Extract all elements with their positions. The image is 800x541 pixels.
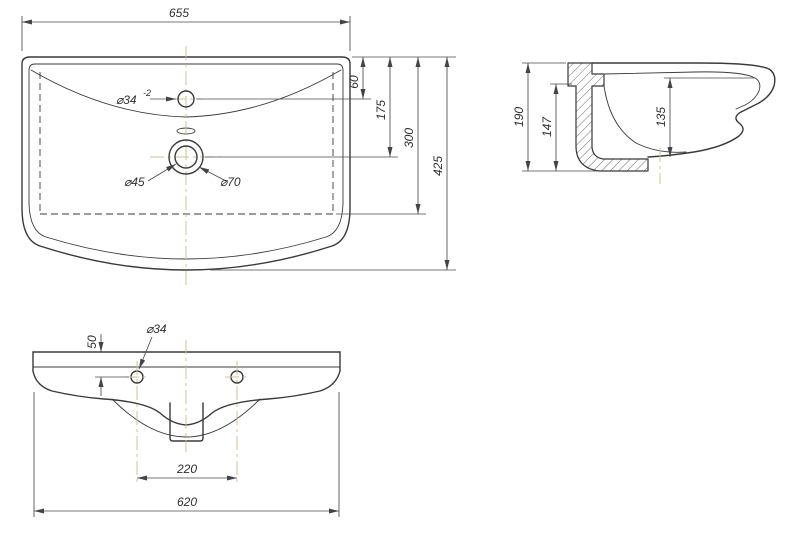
section-rim-inner bbox=[603, 71, 761, 110]
dim-text-425: 425 bbox=[431, 156, 445, 176]
drain-dia-leader bbox=[147, 163, 177, 182]
section-rim-outer bbox=[591, 62, 776, 113]
section-bowl-inner-line bbox=[603, 85, 687, 153]
dim-text-190: 190 bbox=[512, 107, 526, 127]
dim-bowl-depth-135: 135 bbox=[654, 77, 754, 157]
dim-text-300: 300 bbox=[402, 128, 416, 148]
plan-basin-back-curve bbox=[30, 69, 342, 118]
faucet-hole bbox=[177, 90, 195, 108]
dim-base-width-620: 620 bbox=[33, 392, 340, 517]
faucet-tolerance-label: -2 bbox=[143, 88, 151, 98]
plan-view: ⌀34 -2 ⌀45 ⌀70 655 60 175 300 bbox=[21, 6, 456, 288]
drain-dia-label: ⌀45 bbox=[124, 175, 145, 189]
front-view: 50 ⌀34 220 620 bbox=[32, 322, 341, 517]
dim-hole-spacing-220: 220 bbox=[137, 462, 237, 481]
dim-text-620: 620 bbox=[177, 495, 197, 509]
dim-text-width: 655 bbox=[169, 6, 189, 20]
drain-flange-label: ⌀70 bbox=[220, 175, 241, 189]
dim-text-hole-dia: ⌀34 bbox=[146, 322, 167, 336]
drain-hole-circle bbox=[174, 145, 198, 169]
dim-height-190: 190 bbox=[512, 62, 597, 172]
dim-width-655: 655 bbox=[21, 6, 351, 51]
drain-flange-leader bbox=[198, 166, 227, 182]
section-view: 190 147 135 bbox=[512, 62, 776, 184]
hole-dia-leader bbox=[138, 336, 153, 370]
dim-text-175: 175 bbox=[374, 100, 388, 120]
front-apron-outline bbox=[32, 370, 341, 426]
section-wall-hatched bbox=[567, 62, 649, 172]
dim-text-220: 220 bbox=[176, 462, 197, 476]
section-lip-and-bowl bbox=[647, 111, 744, 158]
drain-flange-circle bbox=[168, 139, 204, 175]
dim-text-50: 50 bbox=[85, 335, 99, 349]
faucet-dia-label: ⌀34 bbox=[116, 93, 137, 107]
front-drain-box bbox=[169, 402, 204, 442]
dim-text-147: 147 bbox=[540, 116, 554, 137]
dim-hole-offset-50: 50 bbox=[85, 334, 129, 396]
dim-right-stack: 60 175 300 425 bbox=[196, 56, 456, 271]
dim-text-135: 135 bbox=[654, 107, 668, 127]
dim-hole-dia: ⌀34 bbox=[138, 322, 167, 370]
dim-text-60: 60 bbox=[347, 75, 361, 89]
plan-outer-outline bbox=[21, 56, 351, 271]
dim-inner-height-147: 147 bbox=[540, 83, 572, 171]
